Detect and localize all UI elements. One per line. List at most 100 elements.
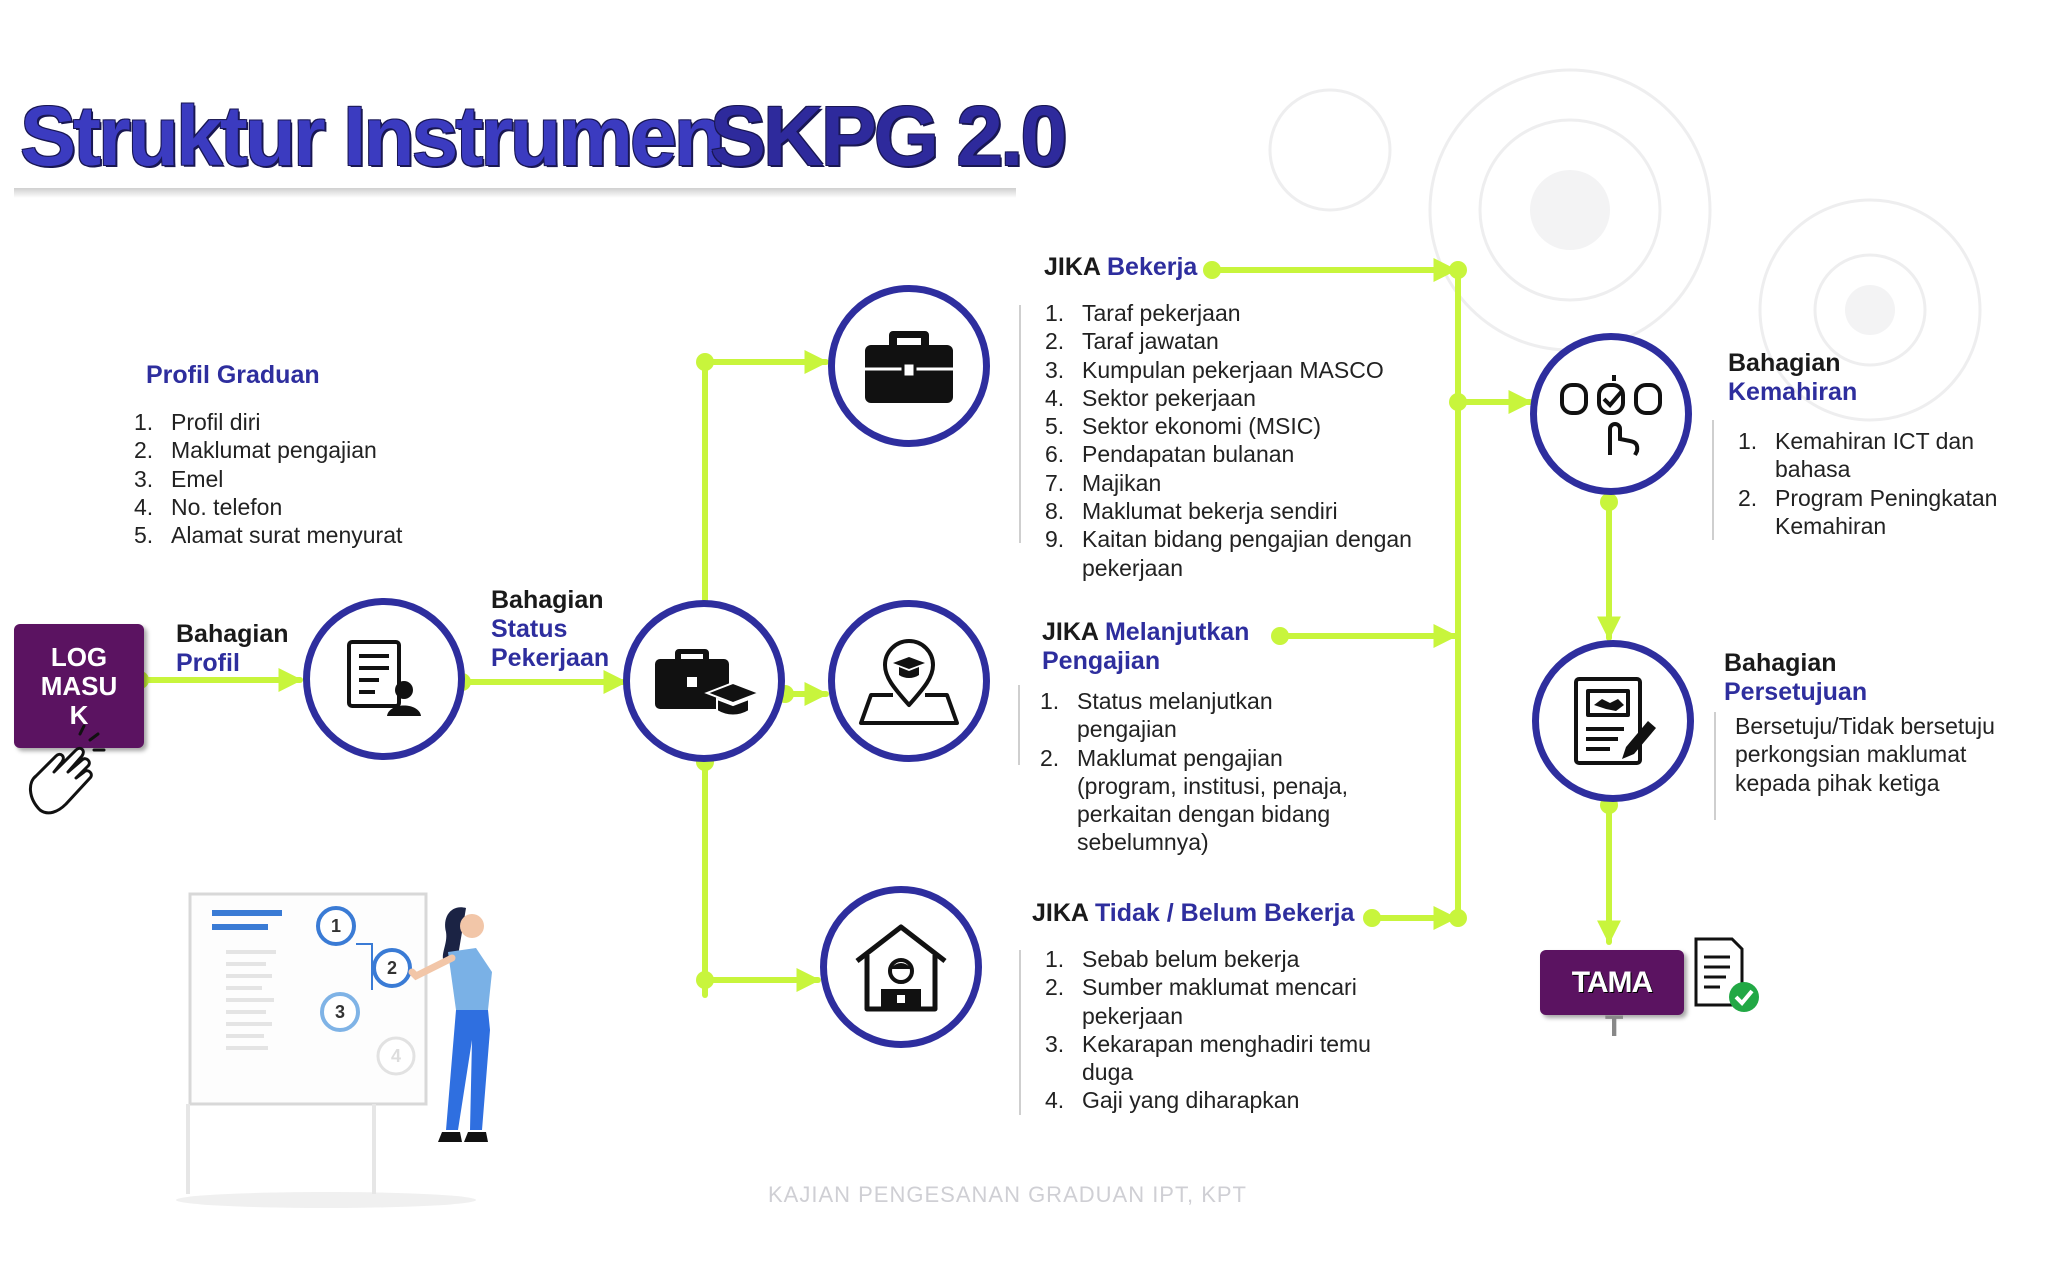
list-item-text: Alamat surat menyurat xyxy=(171,522,403,549)
bahagian-kemahiran-label: Bahagian Kemahiran xyxy=(1728,349,1857,407)
list-item-text: Maklumat pengajian (program, institusi, … xyxy=(1077,744,1349,856)
kemahiran-divider xyxy=(1712,420,1714,540)
list-item-number: 3. xyxy=(1045,356,1065,383)
list-item-number: 2. xyxy=(1045,328,1065,355)
title-part-1: Struktur Instrumen xyxy=(20,89,725,183)
list-item-number: 8. xyxy=(1045,498,1065,525)
illustration-step-4: 4 xyxy=(391,1046,401,1066)
title-underline-shadow xyxy=(14,188,1016,198)
footer-text: KAJIAN PENGESANAN GRADUAN IPT, KPT xyxy=(768,1182,1247,1207)
tidak-bekerja-node[interactable] xyxy=(820,886,982,1048)
list-item-number: 4. xyxy=(1045,1087,1065,1114)
list-item: 4. Gaji yang diharapkan xyxy=(1045,1086,1375,1114)
graduation-pin-icon xyxy=(859,639,959,725)
title-part-2: SKPG 2.0 xyxy=(710,89,1067,183)
list-item-text: Kumpulan pekerjaan MASCO xyxy=(1082,356,1384,383)
list-item-number: 1. xyxy=(1045,946,1065,972)
bahagian-kemahiran-line1: Bahagian xyxy=(1728,349,1841,377)
list-item-number: 6. xyxy=(1045,441,1065,468)
briefcase-icon xyxy=(865,331,953,403)
melanjutkan-heading: JIKA Melanjutkan Pengajian xyxy=(1042,618,1249,676)
list-item-text: Majikan xyxy=(1082,469,1162,496)
bahagian-status-line1: Bahagian xyxy=(491,586,604,614)
list-item-text: Maklumat bekerja sendiri xyxy=(1082,498,1338,525)
melanjutkan-divider xyxy=(1018,685,1020,765)
list-item-text: Kemahiran ICT dan bahasa xyxy=(1775,428,1975,483)
agreement-document-icon xyxy=(1574,677,1656,765)
bahagian-profil-line2: Profil xyxy=(176,649,240,677)
melanjutkan-node[interactable] xyxy=(828,600,990,762)
list-item-text: Program Peningkatan Kemahiran xyxy=(1775,484,1998,539)
list-item-text: Sektor ekonomi (MSIC) xyxy=(1082,413,1322,440)
briefcase-graduate-icon xyxy=(655,649,759,717)
bahagian-kemahiran-node[interactable] xyxy=(1530,333,1692,495)
bahagian-status-line3: Pekerjaan xyxy=(491,644,610,672)
completed-document-icon xyxy=(1694,937,1759,1012)
profile-document-icon xyxy=(347,640,421,716)
list-item-text: Sebab belum bekerja xyxy=(1082,946,1300,972)
list-item: 2. Program Peningkatan Kemahiran xyxy=(1738,484,1998,541)
list-item-number: 5. xyxy=(134,522,154,549)
list-item: 9.Kaitan bidang pengajian dengan pekerja… xyxy=(1045,525,1445,582)
list-item-text: Taraf jawatan xyxy=(1082,328,1219,355)
tidak-bekerja-heading: JIKA Tidak / Belum Bekerja xyxy=(1032,899,1354,928)
bahagian-persetujuan-line2: Persetujuan xyxy=(1724,678,1868,706)
list-item: 3. Kumpulan pekerjaan MASCO xyxy=(1045,356,1445,384)
list-item: 3. Emel xyxy=(134,465,464,493)
melanjutkan-label2: Pengajian xyxy=(1042,647,1161,675)
bekerja-node[interactable] xyxy=(828,285,990,447)
list-item: 5.Sektor ekonomi (MSIC) xyxy=(1045,412,1445,440)
tamat-button-overflow: T xyxy=(1605,1010,1624,1043)
bahagian-profil-node[interactable] xyxy=(303,598,465,760)
tidak-bekerja-prefix: JIKA xyxy=(1032,899,1095,927)
list-item-number: 2. xyxy=(134,437,154,464)
list-item-text: Gaji yang diharapkan xyxy=(1082,1087,1300,1114)
list-item-text: Emel xyxy=(171,465,224,492)
bekerja-label: Bekerja xyxy=(1106,253,1198,281)
tamat-button-label: TAMA xyxy=(1571,965,1653,999)
bahagian-status-node[interactable] xyxy=(623,600,785,762)
melanjutkan-label: Melanjutkan xyxy=(1104,618,1250,646)
list-item-number: 4. xyxy=(134,493,154,520)
bekerja-divider xyxy=(1019,305,1021,543)
list-item: 4. No. telefon xyxy=(134,493,464,521)
illustration-step-2: 2 xyxy=(387,958,397,978)
list-item-number: 3. xyxy=(134,465,154,492)
list-item: 2. Maklumat pengajian (program, institusi… xyxy=(1040,744,1370,857)
list-item-text: Pendapatan bulanan xyxy=(1082,441,1295,468)
bahagian-kemahiran-line2: Kemahiran xyxy=(1728,378,1858,406)
list-item-text: No. telefon xyxy=(171,493,283,520)
bahagian-profil-label: Bahagian Profil xyxy=(176,620,289,678)
list-item-number: 7. xyxy=(1045,469,1065,496)
list-item-number: 2. xyxy=(1738,484,1758,511)
list-item-number: 2. xyxy=(1040,744,1060,771)
list-item-text: Kekarapan menghadiri temu duga xyxy=(1082,1030,1371,1086)
list-item-text: Maklumat pengajian xyxy=(171,437,377,464)
list-item-number: 2. xyxy=(1045,974,1065,1001)
bahagian-persetujuan-label: Bahagian Persetujuan xyxy=(1724,649,1867,707)
list-item: 1.Profil diri xyxy=(134,408,464,436)
list-item: 4.Sektor pekerjaan xyxy=(1045,384,1445,412)
list-item-number: 9. xyxy=(1045,526,1065,553)
list-item: 2. Taraf jawatan xyxy=(1045,327,1445,355)
bahagian-persetujuan-line1: Bahagian xyxy=(1724,649,1837,677)
list-item: 2. Maklumat pengajian xyxy=(134,436,464,464)
illustration-step-3: 3 xyxy=(335,1002,345,1022)
page-title: Struktur Instrumen SKPG 2.0 xyxy=(12,88,1067,192)
bahagian-persetujuan-node[interactable] xyxy=(1532,640,1694,802)
tidak-bekerja-label: Tidak / Belum Bekerja xyxy=(1094,899,1355,927)
list-item: 1. Kemahiran ICT dan bahasa xyxy=(1738,427,1998,484)
list-item-text: Sumber maklumat mencari pekerjaan xyxy=(1082,974,1357,1029)
bahagian-status-label: Bahagian Status Pekerjaan xyxy=(491,586,609,673)
tidak-bekerja-list: 1. Sebab belum bekerja 2. Sumber maklumat m… xyxy=(1045,945,1375,1115)
list-item-number: 1. xyxy=(1738,428,1758,454)
list-item: 2. Sumber maklumat mencari pekerjaan xyxy=(1045,973,1375,1030)
tidak-bekerja-divider xyxy=(1019,950,1021,1115)
tamat-button[interactable]: TAMA xyxy=(1540,950,1684,1015)
login-button[interactable]: LOG MASU K xyxy=(14,624,144,748)
list-item-number: 1. xyxy=(1045,300,1065,326)
